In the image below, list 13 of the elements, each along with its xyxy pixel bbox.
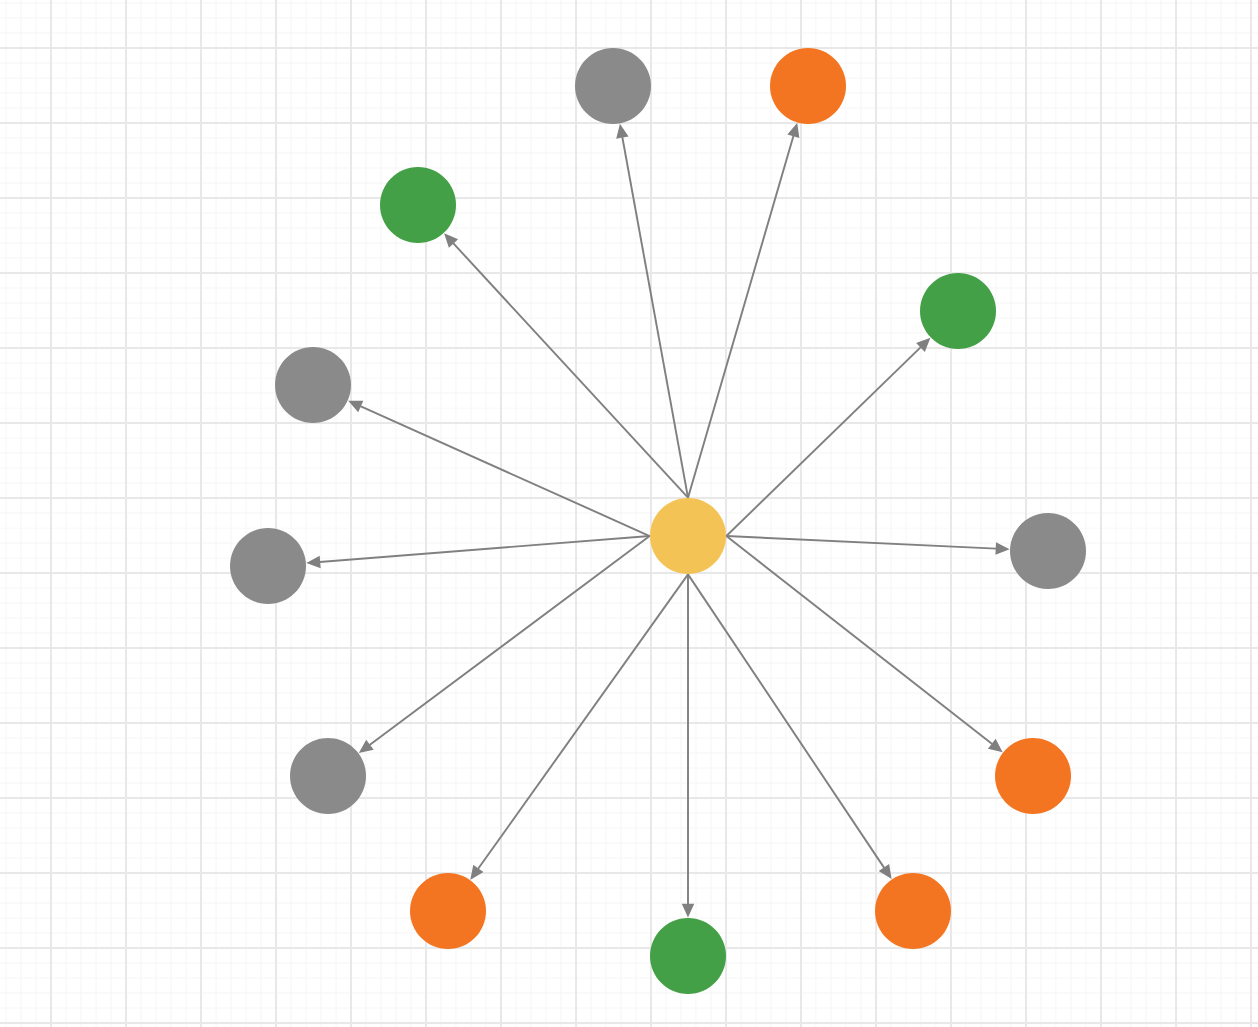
circle-node [275,347,351,423]
circle-node [380,167,456,243]
circle-node [410,873,486,949]
circle-node [995,738,1071,814]
circle-node [290,738,366,814]
circle-node [920,273,996,349]
circle-node [1010,513,1086,589]
circle-node [770,48,846,124]
circle-node [230,528,306,604]
circle-node [875,873,951,949]
circle-node [650,498,726,574]
circle-node [575,48,651,124]
circle-node [650,918,726,994]
